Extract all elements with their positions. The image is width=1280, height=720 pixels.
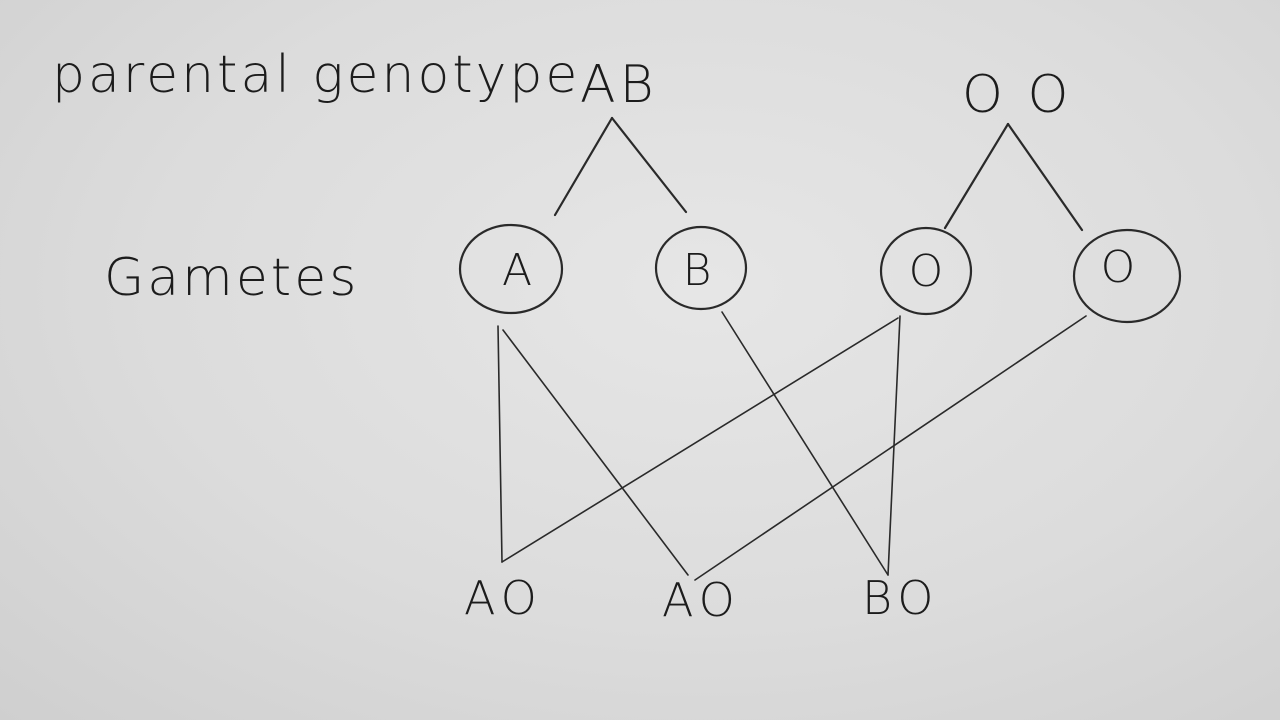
parent-genotype-ab: AB — [580, 55, 658, 115]
gamete-circle — [1072, 228, 1182, 324]
parent-branches — [553, 116, 1084, 232]
branch-oo-to-o1 — [943, 122, 1010, 230]
gamete-o-1: O — [879, 226, 973, 316]
branch-ab-to-b — [610, 116, 688, 214]
branch-oo-to-o2 — [1006, 122, 1084, 232]
offspring-genotype-3: BO — [862, 571, 940, 625]
gametes-label: Gametes — [104, 248, 359, 308]
gamete-o-2: O — [1072, 228, 1182, 324]
gamete-circle — [654, 225, 748, 311]
offspring-genotype-2: AO — [662, 573, 741, 627]
gamete-allele-label: O — [1101, 242, 1136, 293]
cross-a-to-ao1 — [497, 325, 503, 563]
gamete-b: B — [654, 225, 748, 311]
offspring-genotype-1: AO — [464, 571, 543, 625]
branch-ab-to-a — [553, 116, 614, 217]
parental-genotype-label: parental genotype — [52, 45, 580, 105]
cross-o2-to-ao2 — [694, 315, 1087, 581]
cross-b-to-bo — [721, 311, 889, 576]
gamete-allele-label: A — [502, 245, 532, 296]
cross-lines — [497, 311, 1087, 581]
cross-o1-to-ao1 — [501, 317, 899, 563]
gamete-a: A — [458, 223, 564, 315]
cross-o1-to-bo — [887, 315, 901, 576]
gamete-circle — [879, 226, 973, 316]
gamete-circle — [458, 223, 564, 315]
parent-genotype-oo: O O — [962, 65, 1072, 125]
gamete-allele-label: O — [909, 246, 944, 297]
cross-a-to-ao2 — [502, 329, 689, 576]
gamete-allele-label: B — [683, 245, 712, 296]
